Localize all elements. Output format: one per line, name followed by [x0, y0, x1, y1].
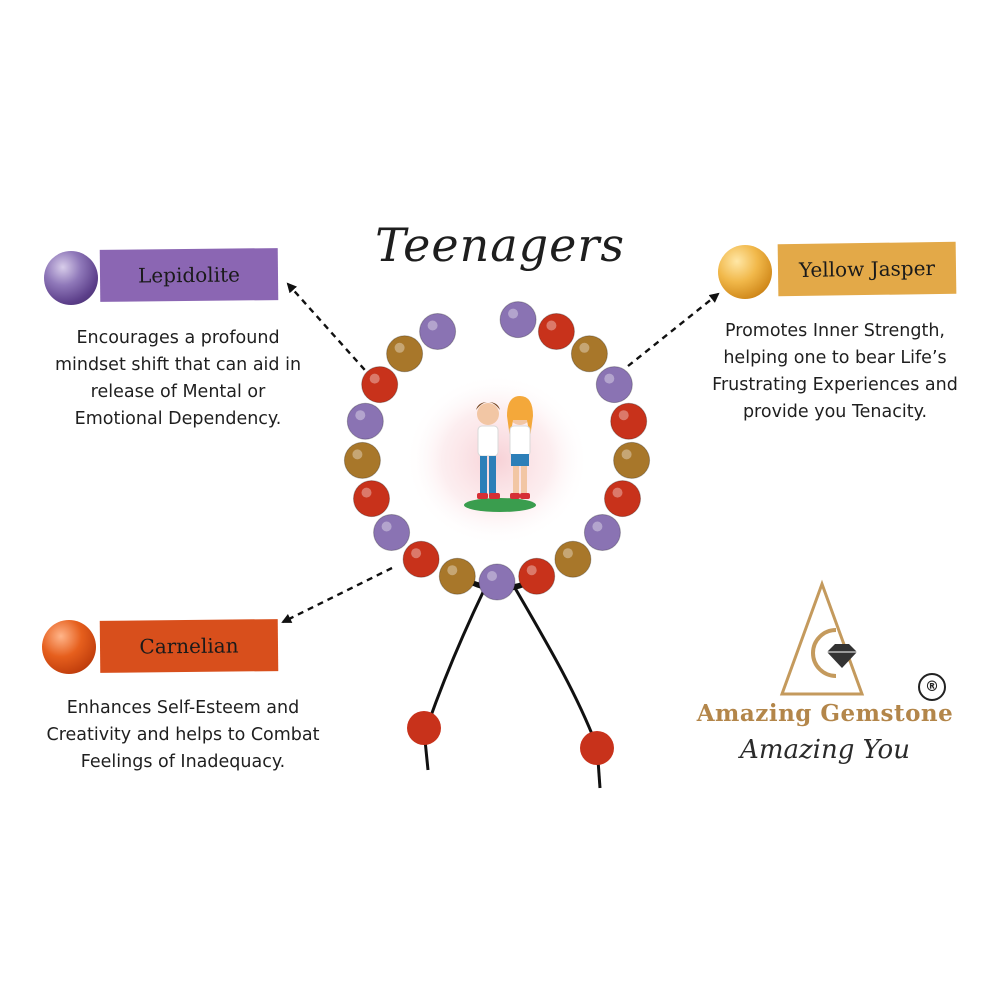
cord-end-bead: [407, 711, 441, 745]
lepidolite-description-line: Emotional Dependency.: [74, 409, 282, 429]
lepidolite-description-line: mindset shift that can aid in: [54, 355, 302, 375]
carnelian-stone-image: [42, 620, 96, 674]
bead-highlight: [604, 373, 615, 384]
carnelian-bead: [537, 313, 575, 350]
bead-highlight: [447, 565, 458, 576]
yellow-jasper-description-line: provide you Tenacity.: [742, 402, 928, 422]
bead-highlight: [562, 548, 573, 559]
carnelian-bead: [353, 480, 390, 518]
bead-highlight: [427, 320, 438, 331]
lepidolite-pointer-arrow: [286, 282, 373, 379]
page-title: Teenagers: [375, 218, 625, 272]
jasper-bead: [438, 557, 476, 595]
jasper-bead: [343, 441, 381, 479]
carnelian-description-line: Creativity and helps to Combat: [46, 725, 320, 745]
bead-highlight: [487, 571, 497, 581]
bead-highlight: [394, 342, 405, 353]
bracelet-cord: [426, 587, 487, 725]
center-glow: [405, 374, 589, 546]
carnelian-bead: [361, 366, 399, 404]
lepidolite-description: Encourages a profound mindset shift that…: [30, 325, 326, 433]
yellow-jasper-description: Promotes Inner Strength, helping one to …: [690, 318, 980, 426]
cord-end-bead: [580, 731, 614, 765]
brand-tagline: Amazing You: [740, 735, 910, 765]
bead-highlight: [361, 487, 372, 498]
bead-highlight: [508, 308, 519, 319]
yellow-jasper-description-line: Promotes Inner Strength,: [725, 321, 945, 341]
yellow-jasper-pointer-arrow: [627, 292, 720, 367]
amethyst-bead: [583, 514, 621, 551]
bead-highlight: [592, 521, 603, 532]
teenagers-illustration: [464, 396, 536, 512]
jasper-bead: [570, 335, 608, 373]
carnelian-description-line: Feelings of Inadequacy.: [80, 752, 286, 772]
lepidolite-stone-image: [44, 251, 98, 305]
yellow-jasper-description-line: helping one to bear Life’s: [723, 348, 947, 368]
registered-mark: ®: [918, 673, 946, 701]
jasper-bead: [613, 441, 651, 479]
lepidolite-description-line: release of Mental or: [90, 382, 266, 402]
carnelian-bead: [610, 402, 648, 440]
lepidolite-description-line: Encourages a profound: [76, 328, 280, 348]
bead-highlight: [546, 320, 557, 331]
bead-highlight: [612, 487, 623, 498]
bead-highlight: [355, 410, 366, 421]
amethyst-bead: [373, 514, 411, 551]
amethyst-bead: [478, 563, 516, 601]
bracelet-cord: [513, 587, 598, 745]
bead-highlight: [352, 449, 363, 460]
carnelian-description-line: Enhances Self-Esteem and: [66, 698, 300, 718]
yellow-jasper-description-line: Frustrating Experiences and: [712, 375, 958, 395]
carnelian-pointer-arrow: [281, 566, 393, 624]
diamond-logo-icon: [779, 579, 865, 696]
amethyst-bead: [419, 313, 457, 350]
bead-highlight: [526, 565, 537, 576]
jasper-bead: [554, 540, 592, 578]
bead-highlight: [381, 521, 392, 532]
yellow-jasper-stone-image: [718, 245, 772, 299]
bead-highlight: [411, 548, 422, 559]
carnelian-bead: [518, 557, 556, 595]
bead-highlight: [369, 373, 380, 384]
carnelian-description: Enhances Self-Esteem and Creativity and …: [30, 695, 336, 776]
amethyst-bead: [595, 366, 633, 404]
amethyst-bead: [346, 402, 384, 440]
bead-highlight: [618, 410, 629, 421]
bead-ring: [343, 301, 651, 601]
bead-highlight: [621, 449, 632, 460]
carnelian-bead: [402, 540, 440, 578]
brand-name: Amazing Gemstone: [696, 700, 954, 727]
carnelian-bead: [604, 480, 641, 518]
amethyst-bead: [499, 301, 537, 339]
jasper-bead: [386, 335, 424, 373]
bead-highlight: [579, 342, 590, 353]
